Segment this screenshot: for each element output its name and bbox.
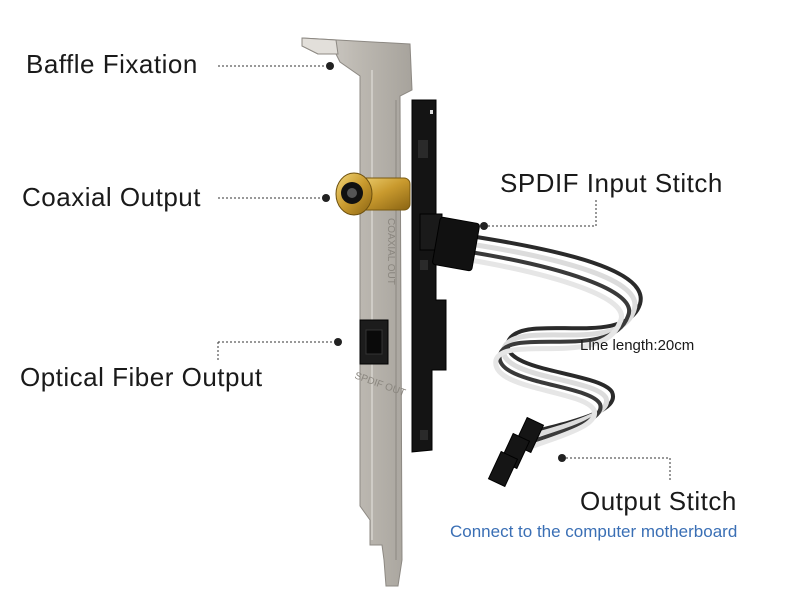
optical-output-dot <box>334 338 342 346</box>
bracket-coaxial-print: COAXIAL OUT <box>385 218 396 285</box>
optical-fiber-output-label: Optical Fiber Output <box>20 362 263 392</box>
optical-port <box>359 319 389 365</box>
line-length-label: Line length:20cm <box>580 337 695 354</box>
callout-leaders <box>217 65 671 482</box>
output-stitch-dot <box>558 454 566 462</box>
baffle-fixation-label: Baffle Fixation <box>26 49 198 79</box>
coaxial-output-label: Coaxial Output <box>22 182 201 212</box>
coaxial-output-dot <box>322 194 330 202</box>
callout-dots <box>322 62 566 462</box>
metal-bracket <box>301 37 413 587</box>
output-connectors <box>487 416 545 488</box>
motherboard-note: Connect to the computer motherboard <box>450 522 738 541</box>
spdif-input-stitch-label: SPDIF Input Stitch <box>500 168 723 198</box>
output-stitch-label: Output Stitch <box>580 486 737 516</box>
cable-bundle <box>467 234 643 455</box>
baffle-fixation-dot <box>326 62 334 70</box>
coaxial-rca-connector <box>335 172 411 216</box>
spdif-input-connector <box>419 213 480 272</box>
pcb-board <box>411 99 447 453</box>
spdif-input-dot <box>480 222 488 230</box>
